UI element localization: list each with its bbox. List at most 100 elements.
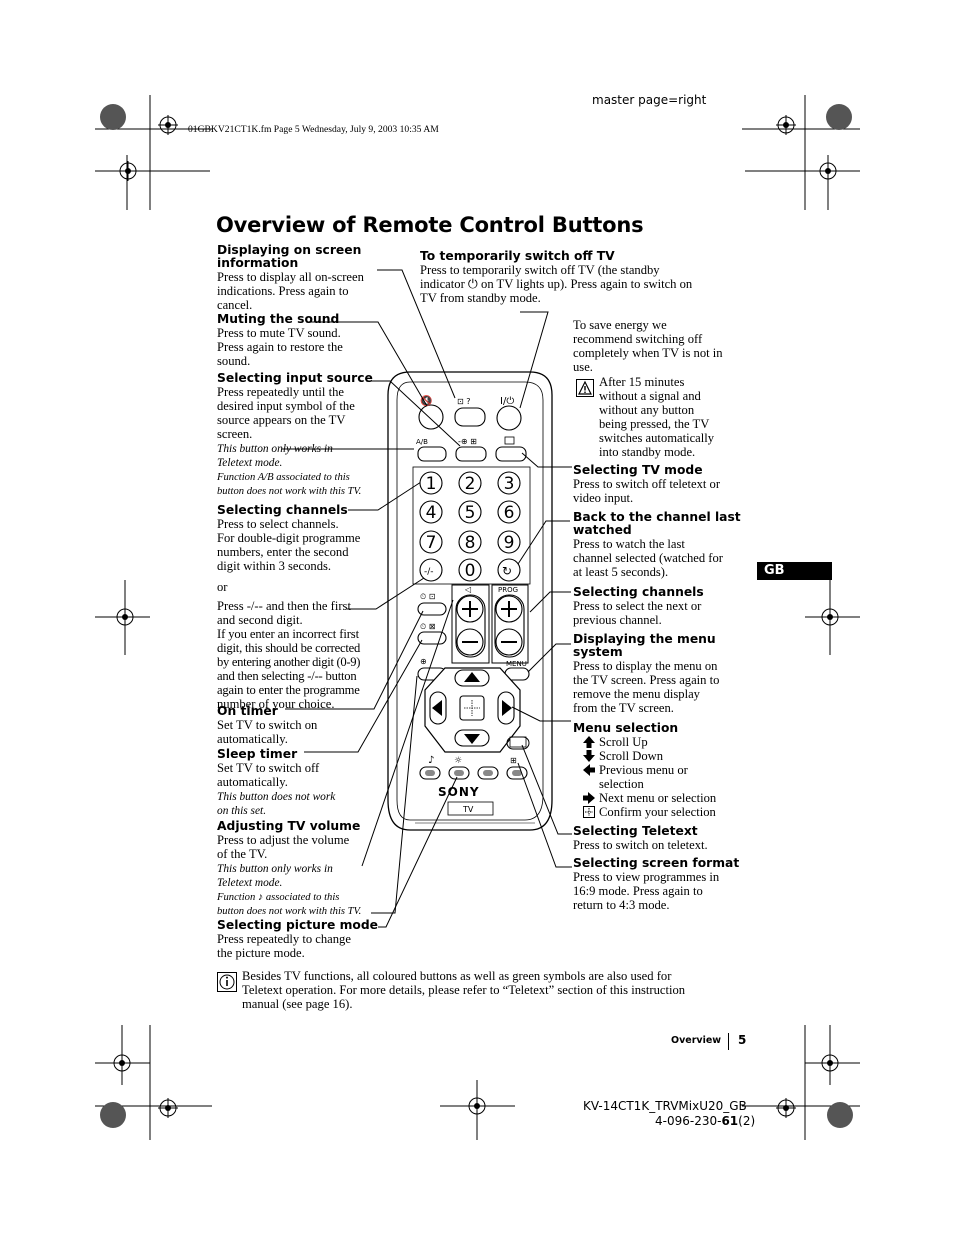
volume-line: of the TV.: [217, 847, 268, 861]
picture-mode-block: Selecting picture mode Press repeatedly …: [217, 919, 387, 961]
channels-left-line2: digit, this should be corrected: [217, 641, 361, 655]
sound-icon: ♪: [428, 755, 434, 766]
last-channel-icon: ↻: [502, 564, 512, 578]
on-timer-button[interactable]: [417, 602, 447, 616]
energy-line: use.: [573, 360, 593, 374]
picture-icon: ☼: [454, 756, 462, 766]
sleep-timer-title: Sleep timer: [217, 747, 298, 761]
digit-label-7: 7: [426, 533, 437, 553]
warning-line: being pressed, the TV: [599, 417, 710, 431]
last-channel-line: at least 5 seconds).: [573, 565, 669, 579]
display-info-line: cancel.: [217, 298, 253, 312]
next-menu-label: Next menu or selection: [599, 791, 717, 805]
input-source-note: Function A/B associated to this: [217, 472, 350, 483]
format-icon: ⊞: [510, 756, 517, 765]
file-info: 01GBKV21CT1K.fm Page 5 Wednesday, July 9…: [188, 124, 439, 135]
channels-left-line2: and second digit.: [217, 613, 303, 627]
sleep-timer-block: Sleep timer Set TV to switch off automat…: [217, 748, 387, 818]
channels-left-title: Selecting channels: [217, 503, 348, 517]
menu-display-title-1: Displaying the menu: [573, 632, 716, 646]
channels-left-line2: again to enter the programme: [217, 683, 360, 697]
footnote: Besides TV functions, all coloured butto…: [242, 969, 742, 1011]
energy-line: completely when TV is not in: [573, 346, 723, 360]
on-timer-icon: ⏲ ⊡: [420, 592, 436, 601]
input-source-line: desired input symbol of the: [217, 399, 355, 413]
arrow-up-icon: [583, 736, 595, 748]
tv-mode-button[interactable]: [495, 446, 527, 462]
ab-button[interactable]: [417, 446, 447, 462]
digit-button-7[interactable]: [419, 530, 443, 554]
switch-off-line: TV from standby mode.: [420, 291, 541, 305]
teletext-block: Selecting Teletext Press to switch on te…: [573, 824, 748, 853]
channels-right-block: Selecting channels Press to select the n…: [573, 586, 748, 628]
previous-menu-label: Previous menu or: [599, 763, 688, 777]
mute-button[interactable]: [418, 404, 444, 430]
input-source-title: Selecting input source: [217, 371, 373, 385]
channels-right-line: Press to select the next or: [573, 599, 702, 613]
footer-section: Overview: [671, 1035, 722, 1046]
teletext-title: Selecting Teletext: [573, 824, 698, 838]
volume-note: Function ♪ associated to this: [217, 892, 340, 903]
digit-label-3: 3: [504, 474, 515, 494]
teletext-line: Press to switch on teletext.: [573, 838, 708, 852]
tv-mode-line: Press to switch off teletext or: [573, 477, 721, 491]
tv-label: TV: [462, 805, 474, 814]
digit-button-1[interactable]: [419, 471, 443, 495]
confirm-label: Confirm your selection: [599, 805, 716, 819]
channels-left-line: digit within 3 seconds.: [217, 559, 332, 573]
display-info-title-1: Displaying on screen: [217, 243, 362, 257]
digit-button-4[interactable]: [419, 500, 443, 524]
on-timer-title: On timer: [217, 704, 278, 718]
digit-button-9[interactable]: [497, 530, 521, 554]
display-info-title-2: information: [217, 256, 299, 270]
digit-label-4: 4: [426, 503, 437, 523]
sleep-timer-icon: ⏲ ⊠: [420, 622, 436, 631]
master-page-label: master page=right: [592, 93, 707, 107]
energy-line: recommend switching off: [573, 332, 703, 346]
page-title: Overview of Remote Control Buttons: [216, 213, 644, 237]
channels-left-line2: number of your choice.: [217, 697, 335, 711]
last-channel-title-1: Back to the channel last: [573, 510, 741, 524]
previous-menu-item: Previous menu or: [573, 763, 748, 777]
screen-format-line: return to 4:3 mode.: [573, 898, 670, 912]
screen-format-block: Selecting screen format Press to view pr…: [573, 857, 748, 913]
digit-button-6[interactable]: [497, 500, 521, 524]
previous-menu-label-cont: selection: [599, 777, 644, 791]
footnote-line: Teletext operation. For more details, pl…: [242, 983, 686, 997]
input-source-block: Selecting input source Press repeatedly …: [217, 372, 392, 499]
warning-block: After 15 minutes without a signal and wi…: [599, 375, 739, 459]
on-timer-block: On timer Set TV to switch on automatical…: [217, 704, 387, 747]
on-timer-line: automatically.: [217, 732, 288, 746]
display-icon: ⊡ ?: [457, 397, 471, 406]
ab-label: A/B: [416, 438, 428, 446]
digit-button-3[interactable]: [497, 471, 521, 495]
footer-divider: [728, 1033, 729, 1050]
display-info-block: Displaying on screen information Press t…: [217, 243, 387, 313]
last-channel-button[interactable]: [497, 558, 521, 582]
digit-button-5[interactable]: [458, 500, 482, 524]
warning-icon: [576, 379, 594, 397]
input-source-line: screen.: [217, 427, 253, 441]
digit-button-2[interactable]: [458, 471, 482, 495]
model-number: KV-14CT1K_TRVMixU20_GB: [583, 1099, 747, 1113]
tv-mode-title: Selecting TV mode: [573, 463, 703, 477]
input-source-button[interactable]: [455, 446, 487, 462]
volume-frame: [451, 584, 490, 664]
digit-label-1: 1: [426, 474, 437, 494]
sleep-timer-note: This button does not work: [217, 791, 336, 803]
power-button[interactable]: [496, 405, 522, 431]
tv-mode-line: video input.: [573, 491, 634, 505]
digit-button-8[interactable]: [458, 530, 482, 554]
muting-line: Press to mute TV sound.: [217, 326, 341, 340]
display-info-button[interactable]: [454, 407, 486, 427]
menu-display-line: remove the menu display: [573, 687, 700, 701]
digit-button-0[interactable]: [458, 558, 482, 582]
channels-left-line2: by entering another digit (0-9): [217, 655, 361, 669]
menu-selection-block: Menu selection Scroll Up Scroll Down Pre…: [573, 722, 748, 820]
channels-right-line: previous channel.: [573, 613, 662, 627]
confirm-item: Confirm your selection: [573, 805, 748, 819]
volume-title: Adjusting TV volume: [217, 819, 361, 833]
teletext-button[interactable]: [506, 736, 530, 750]
double-digit-button[interactable]: [419, 558, 443, 582]
switch-off-title: To temporarily switch off TV: [420, 249, 615, 263]
